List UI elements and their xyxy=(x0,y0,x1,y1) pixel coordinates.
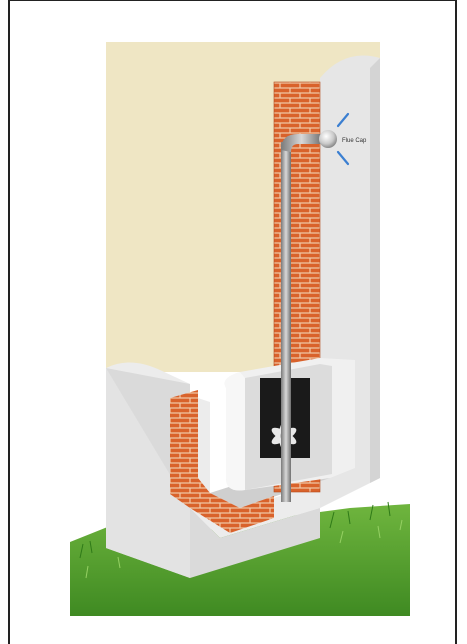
flue-installation-illustration: Flue Cap xyxy=(70,38,410,616)
frame-border-right xyxy=(455,0,457,644)
frame-border-left xyxy=(8,0,10,644)
flue-terminal xyxy=(319,130,337,148)
frame-border-top xyxy=(8,0,457,1)
flue-terminal-label: Flue Cap xyxy=(342,138,367,144)
flue-pipe xyxy=(281,142,291,502)
